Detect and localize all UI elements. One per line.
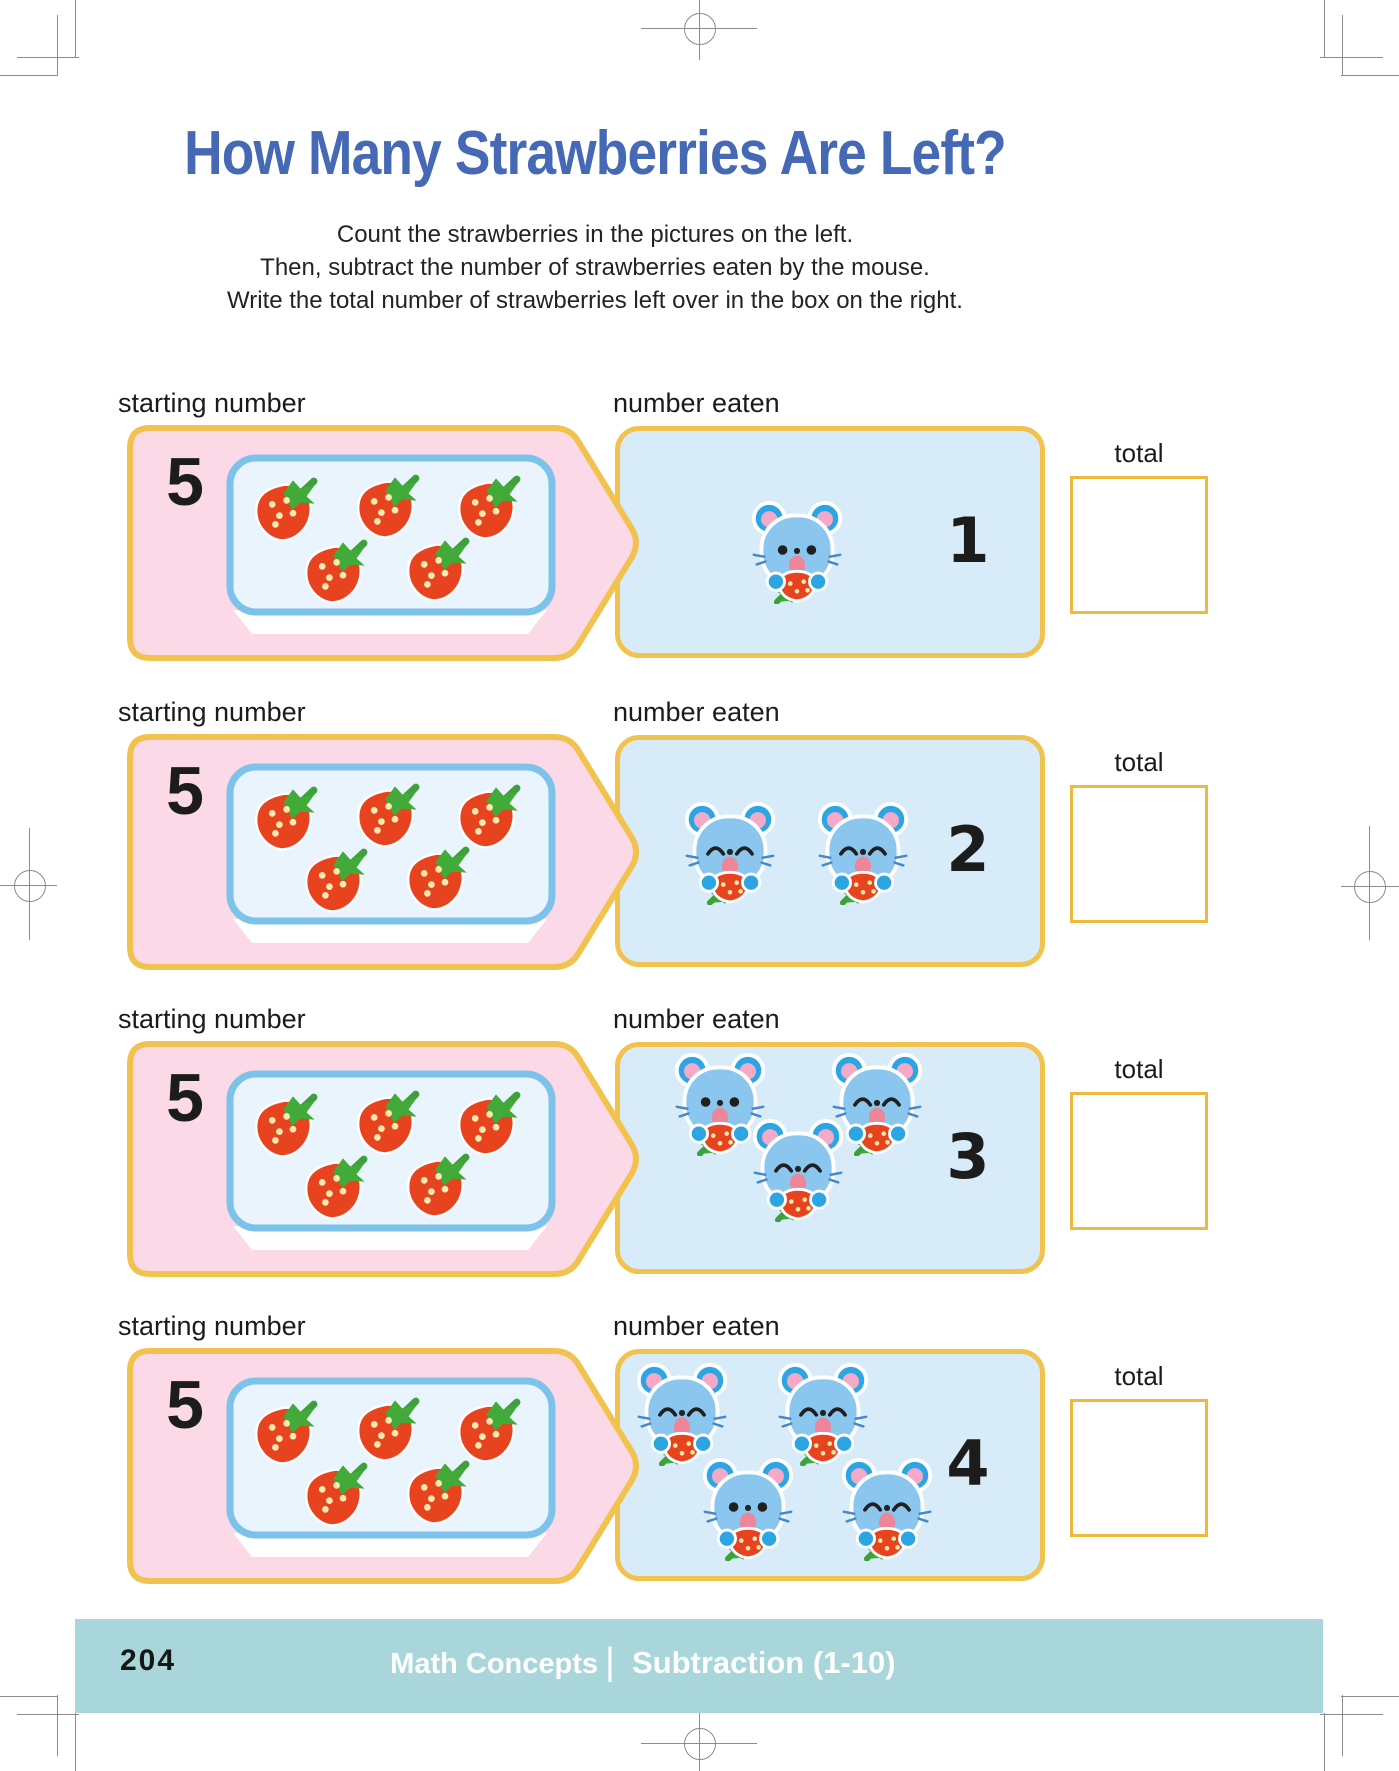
instructions: Count the strawberries in the pictures o…	[0, 218, 1190, 317]
total-label: total	[1114, 438, 1164, 468]
mouse-icon	[775, 1358, 871, 1466]
exercise-row-1: starting number number eaten 5 1 total	[0, 390, 1399, 672]
footer-bar: 204 Math Concepts | Subtraction (1-10)	[75, 1619, 1323, 1713]
starting-number-value: 5	[166, 753, 204, 829]
crop-mark	[75, 0, 76, 58]
number-eaten-value: 2	[946, 813, 990, 886]
crop-mark	[75, 1713, 76, 1771]
footer-section: Math Concepts	[390, 1648, 598, 1680]
crop-mark	[1324, 1713, 1325, 1771]
register-mark-circle	[684, 1728, 716, 1760]
register-mark-circle	[14, 870, 46, 902]
number-eaten-label: number eaten	[613, 697, 780, 727]
number-eaten-label: number eaten	[613, 388, 780, 418]
starting-number-value: 5	[166, 1367, 204, 1443]
total-label: total	[1114, 1054, 1164, 1084]
register-mark-circle	[1354, 871, 1386, 903]
number-eaten-value: 1	[946, 504, 990, 577]
crop-mark	[0, 75, 58, 76]
total-answer-box[interactable]	[1070, 1399, 1208, 1537]
crop-mark	[57, 1695, 58, 1756]
crop-mark	[17, 1714, 79, 1715]
starting-number-value: 5	[166, 1060, 204, 1136]
starting-number-label: starting number	[118, 1004, 306, 1034]
total-answer-box[interactable]	[1070, 476, 1208, 614]
starting-number-label: starting number	[118, 1311, 306, 1341]
number-eaten-label: number eaten	[613, 1004, 780, 1034]
instruction-line: Then, subtract the number of strawberrie…	[260, 254, 930, 281]
page-number: 204	[120, 1644, 177, 1677]
exercise-row-3: starting number number eaten 5 3 total	[0, 1006, 1399, 1288]
starting-number-label: starting number	[118, 697, 306, 727]
mouse-icon	[682, 797, 778, 905]
instruction-line: Write the total number of strawberries l…	[227, 287, 963, 314]
number-eaten-value: 3	[946, 1120, 990, 1193]
crop-mark	[57, 15, 58, 76]
crop-mark	[0, 1696, 58, 1697]
crop-mark	[1324, 0, 1325, 58]
crop-mark	[1341, 75, 1399, 76]
total-label: total	[1114, 747, 1164, 777]
page-title: How Many Strawberries Are Left?	[184, 119, 1007, 188]
starting-number-label: starting number	[118, 388, 306, 418]
crop-mark	[1342, 1695, 1343, 1756]
total-answer-box[interactable]	[1070, 1092, 1208, 1230]
mouse-icon	[700, 1453, 796, 1561]
mouse-icon	[749, 496, 845, 604]
exercise-row-4: starting number number eaten 5 4 total	[0, 1313, 1399, 1595]
mouse-icon	[750, 1114, 846, 1222]
footer-chapter: Subtraction (1-10)	[632, 1645, 896, 1680]
starting-number-value: 5	[166, 444, 204, 520]
crop-mark	[1341, 1696, 1399, 1697]
register-mark-circle	[684, 13, 716, 45]
instruction-line: Count the strawberries in the pictures o…	[336, 221, 854, 248]
total-label: total	[1114, 1361, 1164, 1391]
footer-divider: |	[605, 1641, 615, 1683]
number-eaten-label: number eaten	[613, 1311, 780, 1341]
crop-mark	[17, 57, 79, 58]
mouse-icon	[815, 797, 911, 905]
crop-mark	[1320, 57, 1383, 58]
total-answer-box[interactable]	[1070, 785, 1208, 923]
crop-mark	[1320, 1714, 1383, 1715]
number-eaten-value: 4	[946, 1427, 990, 1500]
crop-mark	[1342, 15, 1343, 76]
exercise-row-2: starting number number eaten 5 2 total	[0, 699, 1399, 981]
